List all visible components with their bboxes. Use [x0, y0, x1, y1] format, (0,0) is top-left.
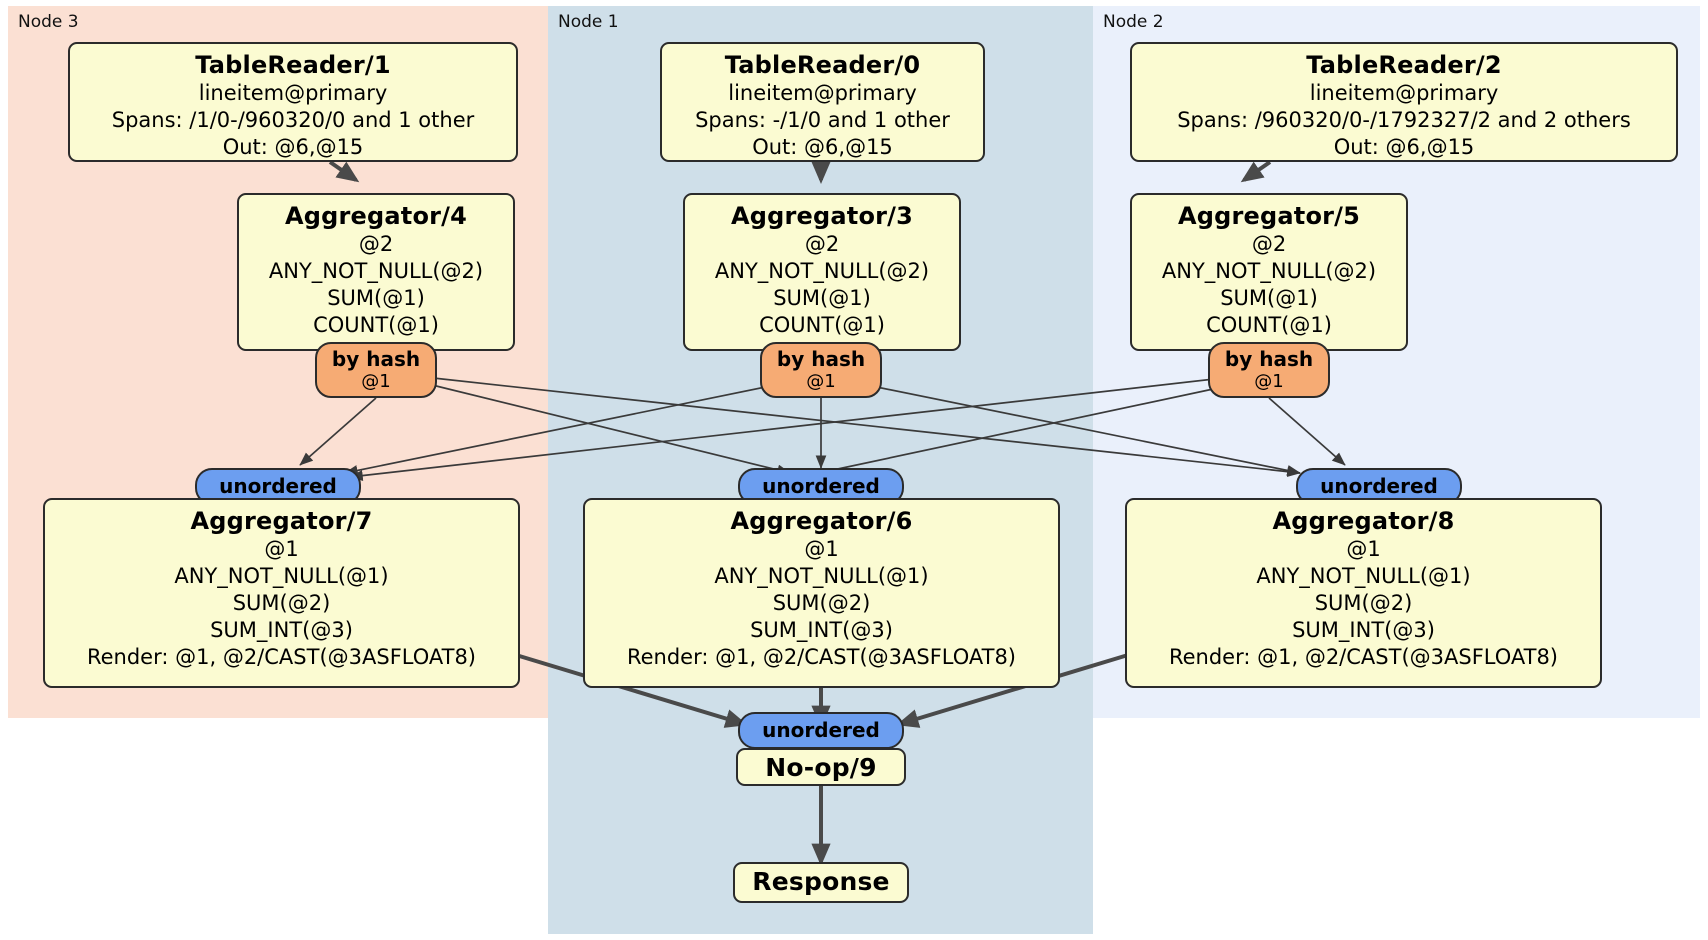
- processor-title: Aggregator/6: [730, 507, 913, 535]
- node-panel-label: Node 3: [18, 12, 79, 32]
- processor-detail: SUM_INT(@3): [1292, 618, 1435, 642]
- processor-aggregator-8[interactable]: Aggregator/8 @1 ANY_NOT_NULL(@1) SUM(@2)…: [1125, 498, 1602, 688]
- processor-detail: SUM(@1): [327, 286, 425, 310]
- synchronizer-unordered-final[interactable]: unordered: [738, 712, 904, 749]
- router-key: @1: [806, 371, 836, 392]
- router-label: by hash: [331, 347, 421, 371]
- processor-detail: ANY_NOT_NULL(@1): [1256, 564, 1471, 588]
- processor-detail: COUNT(@1): [759, 313, 885, 337]
- processor-detail: Out: @6,@15: [222, 135, 364, 159]
- node-panel-label: Node 2: [1103, 12, 1164, 32]
- processor-title: TableReader/2: [1306, 51, 1502, 79]
- processor-detail: ANY_NOT_NULL(@2): [1161, 259, 1377, 283]
- processor-detail: SUM(@1): [773, 286, 871, 310]
- processor-detail: lineitem@primary: [728, 81, 917, 105]
- processor-title: Aggregator/3: [730, 202, 914, 230]
- processor-detail: @2: [358, 232, 394, 256]
- processor-detail: SUM(@2): [232, 591, 331, 615]
- processor-response[interactable]: Response: [733, 862, 909, 903]
- router-by-hash-right[interactable]: by hash @1: [1208, 342, 1330, 398]
- router-label: by hash: [776, 347, 866, 371]
- processor-detail: SUM(@2): [1314, 591, 1413, 615]
- processor-detail: @2: [804, 232, 840, 256]
- processor-aggregator-4[interactable]: Aggregator/4 @2 ANY_NOT_NULL(@2) SUM(@1)…: [237, 193, 515, 351]
- processor-detail: Render: @1, @2/CAST(@3ASFLOAT8): [626, 645, 1017, 669]
- processor-title: Aggregator/5: [1177, 202, 1361, 230]
- processor-title: Aggregator/7: [190, 507, 373, 535]
- processor-detail: ANY_NOT_NULL(@1): [174, 564, 389, 588]
- processor-title: Aggregator/4: [284, 202, 468, 230]
- processor-title: Aggregator/8: [1272, 507, 1455, 535]
- processor-noop-9[interactable]: No-op/9: [736, 748, 906, 786]
- processor-detail: ANY_NOT_NULL(@2): [268, 259, 484, 283]
- processor-detail: ANY_NOT_NULL(@2): [714, 259, 930, 283]
- processor-aggregator-7[interactable]: Aggregator/7 @1 ANY_NOT_NULL(@1) SUM(@2)…: [43, 498, 520, 688]
- processor-title: No-op/9: [765, 753, 877, 782]
- processor-title: Response: [752, 867, 890, 896]
- router-key: @1: [361, 371, 391, 392]
- processor-detail: @1: [804, 537, 839, 561]
- router-label: by hash: [1224, 347, 1314, 371]
- processor-detail: Render: @1, @2/CAST(@3ASFLOAT8): [1168, 645, 1559, 669]
- processor-detail: Render: @1, @2/CAST(@3ASFLOAT8): [86, 645, 477, 669]
- processor-detail: lineitem@primary: [198, 81, 388, 105]
- processor-detail: lineitem@primary: [1309, 81, 1499, 105]
- processor-detail: Spans: /1/0-/960320/0 and 1 other: [111, 108, 475, 132]
- router-key: @1: [1254, 371, 1284, 392]
- processor-detail: SUM(@2): [772, 591, 871, 615]
- processor-detail: Out: @6,@15: [752, 135, 893, 159]
- processor-aggregator-5[interactable]: Aggregator/5 @2 ANY_NOT_NULL(@2) SUM(@1)…: [1130, 193, 1408, 351]
- processor-detail: SUM(@1): [1220, 286, 1318, 310]
- processor-detail: Spans: /960320/0-/1792327/2 and 2 others: [1177, 108, 1631, 132]
- processor-detail: ANY_NOT_NULL(@1): [714, 564, 929, 588]
- processor-title: TableReader/0: [724, 51, 921, 79]
- router-by-hash-left[interactable]: by hash @1: [315, 342, 437, 398]
- processor-tablereader-2[interactable]: TableReader/2 lineitem@primary Spans: /9…: [1130, 42, 1678, 162]
- synchronizer-label: unordered: [762, 718, 880, 742]
- processor-detail: @1: [1346, 537, 1381, 561]
- processor-detail: SUM_INT(@3): [210, 618, 353, 642]
- processor-aggregator-3[interactable]: Aggregator/3 @2 ANY_NOT_NULL(@2) SUM(@1)…: [683, 193, 961, 351]
- synchronizer-label: unordered: [219, 474, 337, 498]
- processor-detail: COUNT(@1): [1206, 313, 1332, 337]
- processor-detail: Spans: -/1/0 and 1 other: [695, 108, 950, 132]
- node-panel-label: Node 1: [558, 12, 619, 32]
- processor-detail: SUM_INT(@3): [750, 618, 893, 642]
- processor-title: TableReader/1: [195, 51, 391, 79]
- processor-detail: @1: [264, 537, 299, 561]
- processor-tablereader-1[interactable]: TableReader/1 lineitem@primary Spans: /1…: [68, 42, 518, 162]
- processor-aggregator-6[interactable]: Aggregator/6 @1 ANY_NOT_NULL(@1) SUM(@2)…: [583, 498, 1060, 688]
- processor-tablereader-0[interactable]: TableReader/0 lineitem@primary Spans: -/…: [660, 42, 985, 162]
- synchronizer-label: unordered: [762, 474, 880, 498]
- router-by-hash-center[interactable]: by hash @1: [760, 342, 882, 398]
- processor-detail: COUNT(@1): [313, 313, 439, 337]
- processor-detail: Out: @6,@15: [1333, 135, 1475, 159]
- processor-detail: @2: [1251, 232, 1287, 256]
- synchronizer-label: unordered: [1320, 474, 1438, 498]
